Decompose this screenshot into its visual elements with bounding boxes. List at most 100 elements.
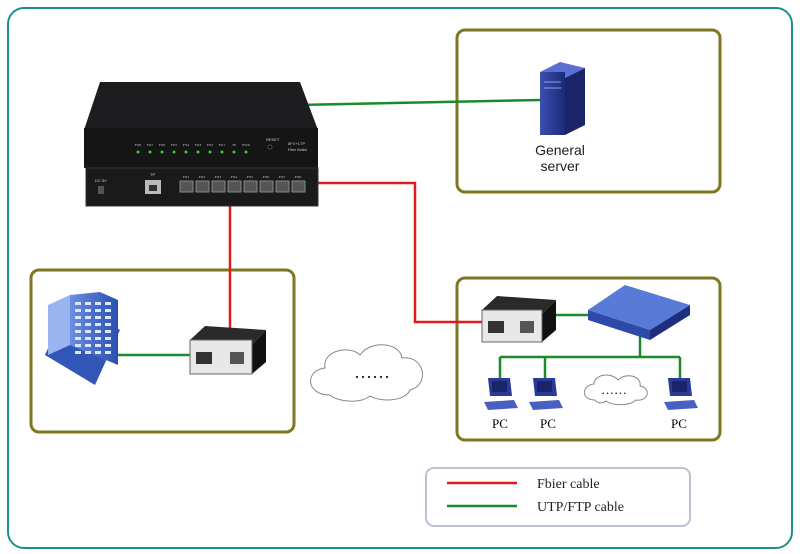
led-indicator: [160, 150, 164, 154]
power-jack: [98, 186, 104, 194]
fiber-port: [211, 180, 226, 193]
building-window: [105, 323, 111, 326]
lan-group-box: [455, 276, 722, 442]
building-window: [105, 337, 111, 340]
building-window: [75, 351, 81, 354]
building-window: [85, 344, 91, 347]
led-label: FX2: [207, 143, 213, 147]
building-window: [75, 344, 81, 347]
legend-utp-label: UTP/FTP cable: [537, 500, 624, 515]
led-label: PWR: [242, 143, 250, 147]
building-window: [85, 316, 91, 319]
pc-label: PC: [492, 416, 508, 431]
led-indicator: [220, 150, 224, 154]
led-label: TP: [232, 143, 236, 147]
fiber-port-label: FX7: [279, 175, 285, 179]
fiber-port-label: FX1: [183, 175, 189, 179]
building-window: [75, 316, 81, 319]
building-window: [95, 330, 101, 333]
fiber-port-label: FX8: [295, 175, 301, 179]
legend-fiber-label: Fbier cable: [537, 477, 600, 492]
fiber-port-label: FX3: [215, 175, 221, 179]
model-label: 8FX+1TP: [288, 141, 305, 146]
led-indicator: [184, 150, 188, 154]
building-window: [85, 330, 91, 333]
led-label: FX4: [183, 143, 189, 147]
building-window: [75, 323, 81, 326]
pc-label: PC: [671, 416, 687, 431]
building-window: [85, 337, 91, 340]
led-indicator: [172, 150, 176, 154]
fiber-port: [259, 180, 274, 193]
building-window: [105, 330, 111, 333]
building-window: [95, 337, 101, 340]
building-window: [85, 323, 91, 326]
building-window: [95, 351, 101, 354]
pc-icon: [529, 378, 563, 410]
reset-label: RESET: [266, 137, 280, 142]
building-window: [95, 344, 101, 347]
utp-cable-server: [297, 98, 541, 107]
fiber-port-label: FX5: [247, 175, 253, 179]
server-group-box: [455, 28, 722, 194]
fiber-port: [291, 180, 306, 193]
led-indicator: [136, 150, 140, 154]
server-label-line1: General: [535, 142, 585, 158]
building-window: [95, 316, 101, 319]
building-window: [95, 309, 101, 312]
fiber-port-label: FX6: [263, 175, 269, 179]
legend: Fbier cable UTP/FTP cable: [425, 467, 691, 527]
led-label: FX3: [195, 143, 201, 147]
server-label-line2: server: [541, 158, 580, 174]
small-cloud-ellipsis: ……: [601, 382, 627, 397]
power-label: DC 5V: [95, 178, 107, 183]
led-label: FX6: [159, 143, 165, 147]
building-window: [95, 323, 101, 326]
led-indicator: [196, 150, 200, 154]
pc-icon: [484, 378, 518, 410]
media-converter-building: [189, 326, 266, 375]
led-label: FX5: [171, 143, 177, 147]
led-indicator: [148, 150, 152, 154]
fiber-port-label: FX4: [231, 175, 237, 179]
lan-switch-icon: [588, 285, 690, 340]
building-icon: [45, 292, 120, 385]
server-icon: [540, 62, 585, 135]
building-window: [105, 344, 111, 347]
led-label: FX8: [135, 143, 141, 147]
building-window: [85, 309, 91, 312]
small-cloud-icon: [583, 374, 648, 406]
building-window: [75, 330, 81, 333]
building-window: [105, 316, 111, 319]
media-converter-lan: [481, 296, 556, 343]
building-window: [95, 302, 101, 305]
building-window: [75, 337, 81, 340]
tp-port-socket: [149, 185, 157, 191]
fiber-port: [275, 180, 290, 193]
reset-button: [267, 144, 273, 150]
fiber-port: [243, 180, 258, 193]
model-sub-label: Fiber Switch: [288, 148, 307, 152]
tp-port-label: TP: [150, 172, 155, 177]
building-window: [105, 309, 111, 312]
cloud-ellipsis: ……: [354, 362, 390, 382]
building-window: [75, 309, 81, 312]
led-label: FX7: [147, 143, 153, 147]
building-window: [105, 351, 111, 354]
fiber-port: [195, 180, 210, 193]
fiber-port: [227, 180, 242, 193]
fiber-cable-lan: [316, 181, 486, 324]
pc-icon: [664, 378, 698, 410]
building-window: [85, 351, 91, 354]
building-window: [85, 302, 91, 305]
cloud-icon: [310, 344, 423, 402]
led-label: FX1: [219, 143, 225, 147]
pc-label: PC: [540, 416, 556, 431]
building-group-box: [29, 268, 296, 434]
fiber-port-label: FX2: [199, 175, 205, 179]
led-indicator: [232, 150, 236, 154]
building-window: [75, 302, 81, 305]
fiber-port: [179, 180, 194, 193]
